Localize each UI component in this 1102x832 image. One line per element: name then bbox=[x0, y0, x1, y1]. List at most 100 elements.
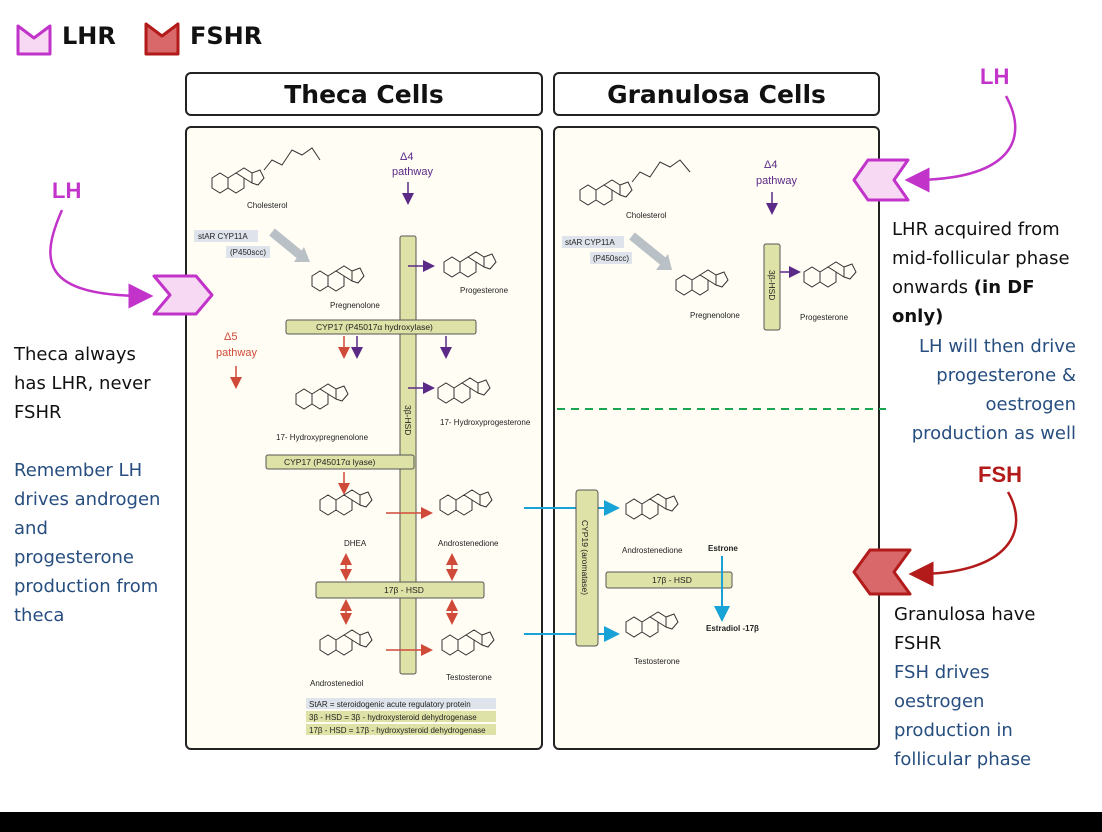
note-line: production from bbox=[14, 576, 159, 597]
theca-star-label: stAR CYP11A bbox=[198, 232, 248, 241]
theca-cyp17-lyase-label: CYP17 (P45017α lyase) bbox=[284, 457, 376, 467]
note-line: production as well bbox=[911, 423, 1076, 444]
note-line: Granulosa have bbox=[894, 604, 1036, 625]
theca-17bhsd-box bbox=[315, 581, 485, 599]
fshr-icon bbox=[144, 22, 180, 56]
note-line: has LHR, never bbox=[14, 373, 151, 394]
granulosa-androstenedione-label: Androstenedione bbox=[622, 546, 683, 555]
note-line: only) bbox=[892, 302, 1098, 331]
granulosa-cholesterol-arrow bbox=[629, 232, 667, 266]
onwards-text: onwards bbox=[892, 277, 974, 298]
lh-right-label: LH bbox=[980, 64, 1010, 89]
theca-androstenedione-structure bbox=[439, 489, 493, 516]
in-df-text: (in DF bbox=[973, 277, 1035, 298]
key-17b-label: 17β - HSD = 17β - hydroxysteroid dehydro… bbox=[309, 726, 486, 735]
granulosa-testosterone-label: Testosterone bbox=[634, 657, 680, 666]
granulosa-cyp19-label: CYP19 (aromatase) bbox=[580, 520, 590, 595]
note-line: production in bbox=[894, 720, 1013, 741]
only-text: only) bbox=[892, 306, 944, 327]
note-line: FSHR bbox=[894, 633, 942, 654]
lhr-acquired-note: LHR acquired from mid-follicular phase o… bbox=[892, 215, 1098, 331]
note-line: progesterone & bbox=[936, 365, 1076, 386]
granulosa-cholesterol-structure bbox=[579, 159, 691, 206]
granulosa-cholesterol-label: Cholesterol bbox=[626, 211, 667, 220]
remember-lh-note: Remember LH drives androgen and progeste… bbox=[14, 456, 184, 630]
fsh-arrow bbox=[908, 491, 1018, 587]
theca-3bhsd-label: 3β-HSD bbox=[403, 405, 413, 435]
note-line: follicular phase bbox=[894, 749, 1032, 770]
granulosa-progesterone-label: Progesterone bbox=[800, 313, 849, 322]
granulosa-androstenedione-structure bbox=[625, 493, 679, 520]
lhr-icon bbox=[16, 24, 52, 56]
theca-cholesterol-structure bbox=[211, 147, 321, 194]
lh-left-label: LH bbox=[52, 178, 82, 203]
note-line: FSHR bbox=[14, 402, 62, 423]
granulosa-progesterone-structure bbox=[803, 261, 857, 288]
granulosa-fshr-note: Granulosa have FSHR bbox=[894, 600, 1094, 658]
theca-p450scc-box bbox=[226, 246, 270, 258]
note-line: oestrogen bbox=[985, 394, 1076, 415]
theca-17ohprog-structure bbox=[437, 377, 491, 404]
theca-dhea-structure bbox=[319, 489, 373, 516]
granulosa-3bhsd-bar bbox=[763, 243, 781, 331]
theca-p450scc-label: (P450scc) bbox=[230, 248, 266, 257]
granulosa-panel bbox=[553, 126, 880, 750]
note-line: Theca always bbox=[14, 344, 136, 365]
granulosa-p450scc-box bbox=[590, 252, 632, 264]
theca-17ohpreg-label: 17- Hydroxypregnenolone bbox=[276, 433, 369, 442]
granulosa-cyp19-bar bbox=[575, 489, 599, 647]
note-line: and bbox=[14, 518, 48, 539]
theca-testosterone-label: Testosterone bbox=[446, 673, 492, 682]
granulosa-pregnenolone-label: Pregnenolone bbox=[690, 311, 740, 320]
granulosa-3bhsd-label: 3β-HSD bbox=[767, 270, 777, 300]
lh-left-arrow bbox=[49, 209, 154, 309]
theca-cholesterol-label: Cholesterol bbox=[247, 201, 288, 210]
granulosa-testosterone-structure bbox=[625, 611, 679, 638]
theca-cholesterol-arrowhead bbox=[294, 247, 310, 262]
theca-delta4: Δ4 bbox=[400, 151, 413, 163]
granulosa-estradiol-label: Estradiol -17β bbox=[706, 624, 759, 633]
granulosa-fshr-chevron bbox=[852, 548, 912, 596]
note-line: progesterone bbox=[14, 547, 134, 568]
theca-delta5-pathway: pathway bbox=[216, 347, 257, 359]
note-line: onwards (in DF bbox=[892, 273, 1098, 302]
note-line: Remember LH bbox=[14, 460, 143, 481]
fsh-label: FSH bbox=[978, 462, 1022, 487]
theca-pregnenolone-label: Pregnenolone bbox=[330, 301, 380, 310]
note-line: drives androgen bbox=[14, 489, 161, 510]
lh-drive-note: LH will then drive progesterone & oestro… bbox=[880, 332, 1076, 448]
note-line: LHR acquired from bbox=[892, 219, 1060, 240]
theca-progesterone-structure bbox=[443, 251, 497, 278]
key-3b-box bbox=[306, 711, 496, 722]
theca-cyp17-hydroxylase-label: CYP17 (P45017α hydroxylase) bbox=[316, 322, 433, 332]
theca-delta5: Δ5 bbox=[224, 331, 237, 343]
theca-cyp17-lyase-box bbox=[265, 454, 415, 470]
granulosa-header: Granulosa Cells bbox=[553, 72, 880, 116]
note-line: oestrogen bbox=[894, 691, 985, 712]
granulosa-star-box bbox=[562, 236, 624, 248]
theca-pregnenolone-structure bbox=[311, 265, 365, 292]
theca-dhea-label: DHEA bbox=[344, 539, 367, 548]
theca-testosterone-structure bbox=[441, 629, 495, 656]
legend-lhr-label: LHR bbox=[62, 22, 116, 50]
granulosa-17bhsd-box bbox=[605, 571, 733, 589]
theca-header: Theca Cells bbox=[185, 72, 543, 116]
theca-progesterone-label: Progesterone bbox=[460, 286, 509, 295]
granulosa-lhr-chevron bbox=[852, 158, 910, 202]
footer-bar bbox=[0, 812, 1102, 832]
granulosa-delta4-pathway: pathway bbox=[756, 175, 797, 187]
lh-right-arrow bbox=[904, 95, 1017, 193]
granulosa-17bhsd-label: 17β - HSD bbox=[652, 575, 692, 585]
theca-cyp17-hydroxylase-box bbox=[285, 319, 477, 335]
theca-lhr-chevron bbox=[152, 274, 214, 316]
key-17b-box bbox=[306, 724, 496, 735]
theca-cholesterol-arrow bbox=[269, 228, 303, 259]
key-star-box bbox=[306, 698, 496, 709]
theca-header-label: Theca Cells bbox=[284, 79, 444, 109]
note-line: theca bbox=[14, 605, 65, 626]
note-line: mid-follicular phase bbox=[892, 248, 1070, 269]
granulosa-cholesterol-arrowhead bbox=[656, 254, 672, 270]
theca-star-box bbox=[194, 230, 258, 242]
theca-androstenediol-structure bbox=[319, 629, 373, 656]
theca-lhr-note: Theca always has LHR, never FSHR bbox=[14, 340, 184, 427]
